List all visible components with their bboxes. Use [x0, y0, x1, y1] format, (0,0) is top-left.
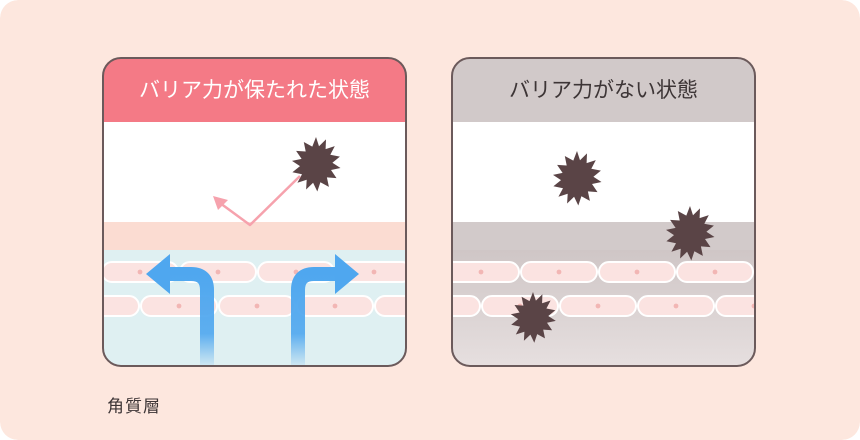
panel-border-lost	[451, 57, 756, 367]
panel-title-lost: バリア力がない状態	[509, 78, 698, 102]
irritant-deflected	[213, 137, 341, 227]
cell-row-2-lost	[452, 295, 755, 317]
moisture-arrow-left	[146, 254, 214, 366]
panel-title-intact: バリア力が保たれた状態	[139, 78, 370, 102]
panel-header-lost	[452, 58, 755, 122]
caption-stratum-corneum: 角質層	[107, 397, 161, 417]
panel-border-intact	[102, 57, 407, 367]
irritant-1	[553, 151, 602, 206]
panel-header-intact	[103, 58, 406, 122]
irritant-3	[510, 292, 556, 343]
irritant-2	[666, 206, 715, 261]
panel-barrier-intact	[103, 58, 406, 366]
moisture-arrow-right	[291, 254, 359, 366]
cell-row-2	[103, 295, 406, 317]
